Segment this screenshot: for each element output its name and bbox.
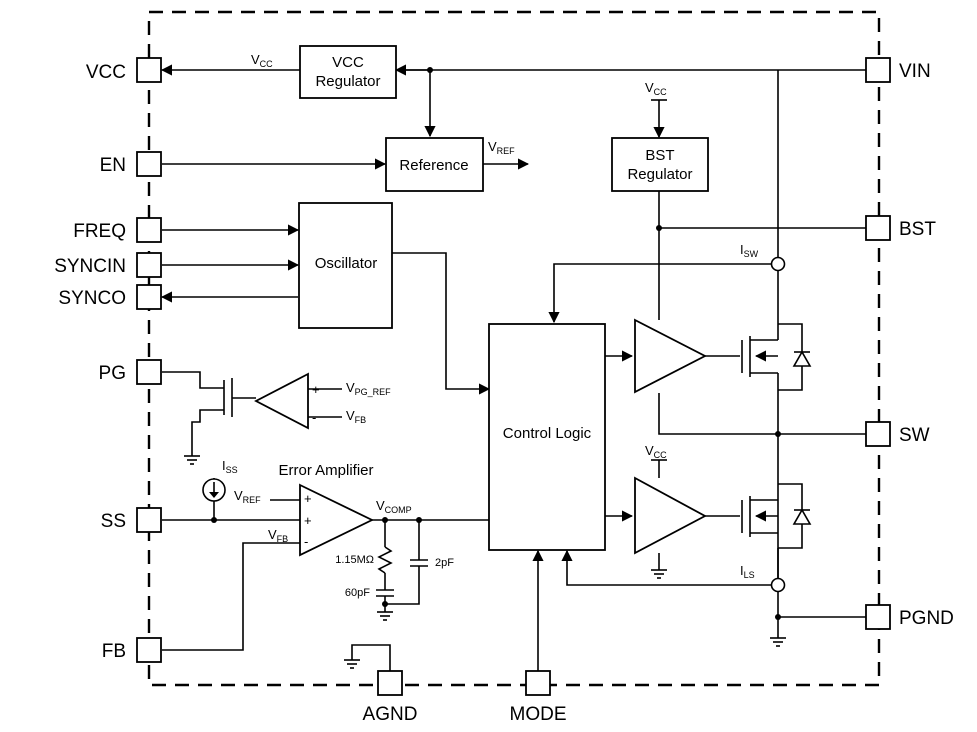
pg-comparator — [254, 372, 309, 430]
pin-synco — [136, 284, 162, 310]
pin-ss — [136, 507, 162, 533]
ground-icon — [377, 611, 393, 621]
bst-regulator-block — [611, 137, 709, 192]
oscillator-block — [298, 202, 393, 329]
reference-label: Reference — [399, 157, 468, 174]
pin-label-freq: FREQ — [73, 221, 126, 242]
pin-label-synco: SYNCO — [58, 288, 126, 309]
chip-boundary — [147, 10, 881, 687]
signal-vref-ea-label: VREF — [234, 488, 261, 505]
pin-mode — [525, 670, 551, 696]
pin-fb — [136, 637, 162, 663]
pin-squares — [136, 57, 891, 696]
control-logic-label: Control Logic — [503, 425, 592, 442]
pg-comparator-plus: + — [312, 382, 320, 397]
ground-icon — [651, 569, 667, 579]
pin-sw — [865, 421, 891, 447]
cap-series-value: 60pF — [345, 587, 370, 599]
error-amplifier — [299, 483, 375, 557]
pin-label-mode: MODE — [510, 704, 567, 725]
pin-vcc — [136, 57, 162, 83]
signal-vcc-label: VCC — [251, 52, 273, 69]
cap-parallel-value: 2pF — [435, 557, 454, 569]
pin-label-en: EN — [100, 155, 126, 176]
low-side-driver — [634, 476, 707, 555]
pin-label-vcc: VCC — [86, 62, 126, 83]
error-amplifier-label: Error Amplifier — [278, 462, 373, 479]
pin-label-ss: SS — [101, 511, 126, 532]
pin-label-pg: PG — [99, 363, 126, 384]
control-logic-block — [488, 323, 606, 551]
diode-icon — [792, 508, 812, 525]
vcc-regulator-label-2: Regulator — [315, 73, 380, 90]
pin-pgnd — [865, 604, 891, 630]
oscillator-label: Oscillator — [315, 255, 378, 272]
signal-iss-label: ISS — [222, 458, 238, 475]
vcc-regulator-block — [299, 45, 397, 99]
vcc-regulator-label-1: VCC — [332, 54, 364, 71]
bst-regulator-label-2: Regulator — [627, 166, 692, 183]
pin-pg — [136, 359, 162, 385]
bst-regulator-label-1: BST — [645, 147, 674, 164]
ground-icon — [344, 659, 360, 669]
pin-label-pgnd: PGND — [899, 608, 954, 629]
ground-icon — [184, 455, 200, 465]
ea-minus: - — [304, 534, 308, 549]
high-side-driver — [634, 318, 707, 394]
current-source-icon — [202, 478, 226, 502]
pin-label-agnd: AGND — [363, 704, 418, 725]
pin-en — [136, 151, 162, 177]
signal-vfb-pg-label: VFB — [346, 408, 366, 425]
pin-label-sw: SW — [899, 425, 930, 446]
current-sense-ils-icon — [770, 577, 786, 593]
pin-freq — [136, 217, 162, 243]
signal-vcc-ls-label: VCC — [645, 443, 667, 460]
signal-vref-label: VREF — [488, 139, 515, 156]
signal-ils-label: ILS — [740, 563, 755, 580]
pin-label-fb: FB — [102, 641, 126, 662]
diode-icon — [792, 350, 812, 367]
ea-plus-1: + — [304, 491, 312, 506]
signal-vfb-ea-label: VFB — [268, 527, 288, 544]
resistor-value: 1.15MΩ — [335, 554, 374, 566]
ground-icon — [770, 637, 786, 647]
pin-bst — [865, 215, 891, 241]
pin-agnd — [377, 670, 403, 696]
pin-label-syncin: SYNCIN — [54, 256, 126, 277]
ea-plus-2: + — [304, 513, 312, 528]
signal-vpgref-label: VPG_REF — [346, 380, 391, 397]
reference-block — [385, 137, 484, 192]
signal-isw-label: ISW — [740, 242, 759, 259]
signal-vcomp-label: VCOMP — [376, 498, 412, 515]
pin-vin — [865, 57, 891, 83]
pin-label-vin: VIN — [899, 61, 931, 82]
pin-label-bst: BST — [899, 219, 936, 240]
signal-vcc-bst-label: VCC — [645, 80, 667, 97]
wires — [160, 64, 866, 671]
current-sense-isw-icon — [770, 256, 786, 272]
pin-syncin — [136, 252, 162, 278]
pg-comparator-minus: - — [312, 410, 316, 425]
